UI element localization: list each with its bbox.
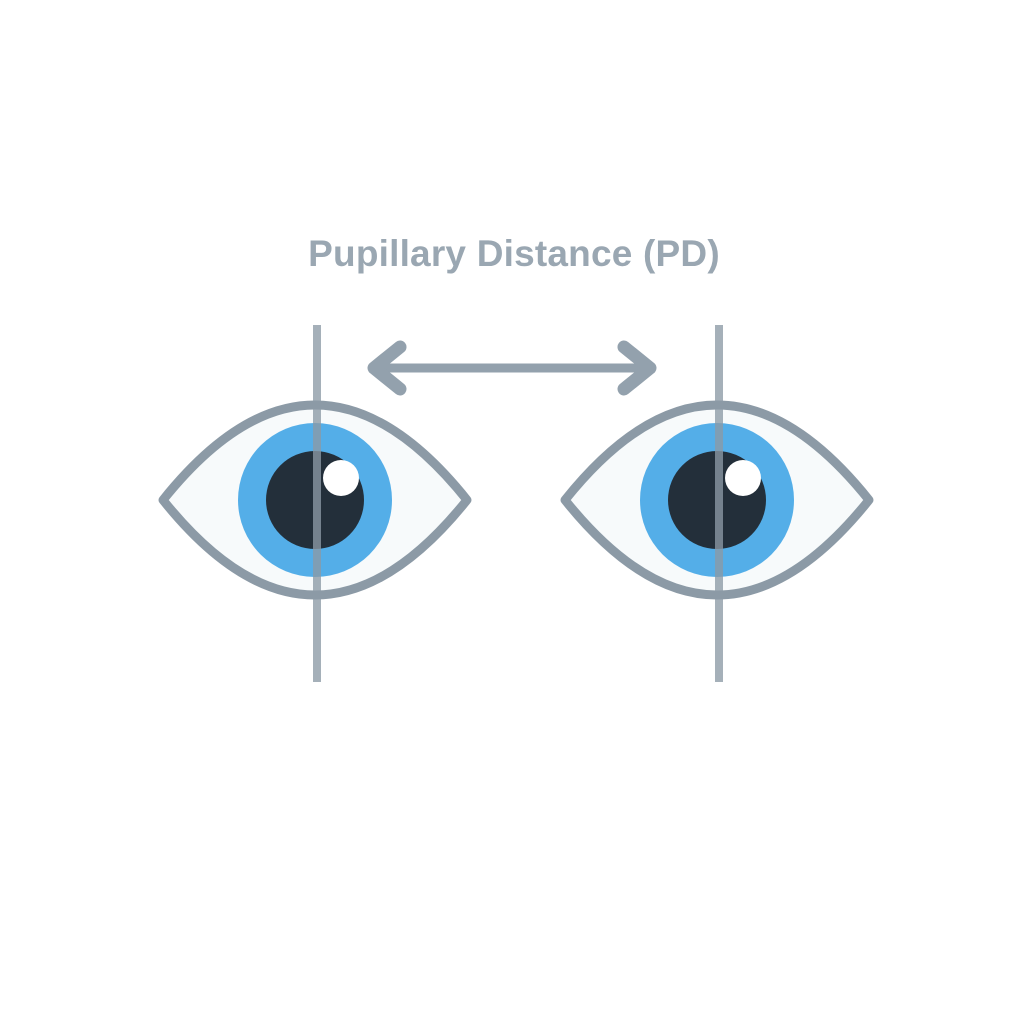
arrow-head-right-icon — [617, 340, 657, 396]
right-eye-highlight — [725, 460, 761, 496]
pupillary-distance-arrow — [367, 340, 657, 396]
left-eye-highlight — [323, 460, 359, 496]
page-title: Pupillary Distance (PD) — [308, 233, 720, 274]
pupil-axis-lines — [313, 325, 723, 682]
left-eye-outline — [158, 400, 472, 600]
right-eye-outline — [560, 400, 874, 600]
arrow-head-left-icon — [367, 340, 407, 396]
